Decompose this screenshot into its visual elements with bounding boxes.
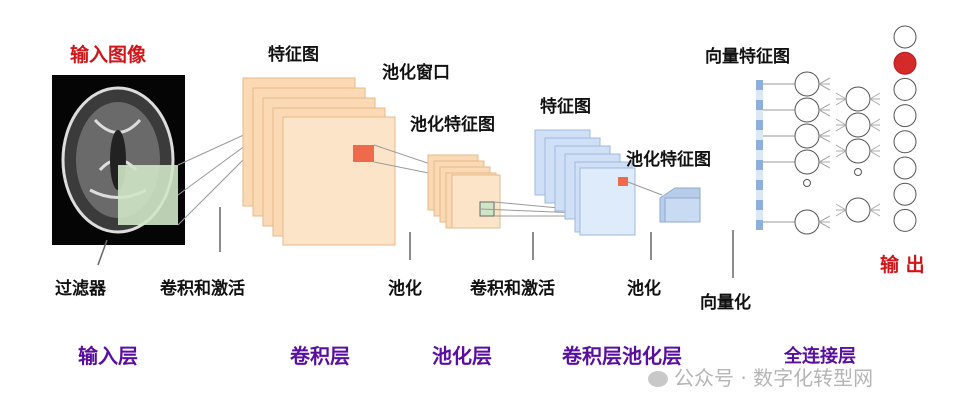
pooled-map-stack-1 <box>427 154 501 229</box>
pooled-map-stack-2 <box>659 187 701 223</box>
connection-line <box>835 203 847 211</box>
hidden-neuron-1 <box>794 123 820 149</box>
output-neuron <box>893 208 917 232</box>
vector-cell <box>756 220 763 230</box>
vector-cell <box>756 160 763 170</box>
connection-line <box>869 209 881 217</box>
vector-bar <box>756 80 763 230</box>
output-neuron-active <box>893 51 917 75</box>
step-pooling-1: 池化 <box>388 279 422 299</box>
hidden-neuron-2 <box>845 86 871 112</box>
feature-map-stack-2 <box>534 129 636 236</box>
connection-line <box>835 209 847 217</box>
hidden-neuron-1 <box>794 97 820 123</box>
hidden-neuron-2 <box>845 138 871 164</box>
output-neuron <box>893 156 917 180</box>
connection-line <box>869 98 881 106</box>
feature-map-label-2: 特征图 <box>540 97 591 117</box>
vector-cell <box>756 170 763 180</box>
output-neuron <box>893 130 917 154</box>
layer-conv-pool: 卷积层池化层 <box>562 344 682 368</box>
output-neuron <box>893 25 917 49</box>
vector-cell <box>756 130 763 140</box>
connection-line <box>869 118 881 126</box>
ellipsis-neuron <box>803 179 811 187</box>
vector-cell <box>756 90 763 100</box>
connection-line <box>835 118 847 126</box>
vector-cell <box>756 190 763 200</box>
vector-cell <box>756 180 763 190</box>
hidden-neuron-1 <box>794 149 820 175</box>
pool-window-square <box>353 145 374 162</box>
pool-window-square-2 <box>618 177 628 186</box>
watermark: 公众号 · 数字化转型网 <box>648 362 873 391</box>
connection-line <box>869 150 881 158</box>
connection-line <box>869 144 881 152</box>
connection-line <box>818 135 831 143</box>
vector-cell <box>756 140 763 150</box>
connection-line <box>869 92 881 100</box>
wechat-icon <box>648 371 668 387</box>
step-pooling-2: 池化 <box>627 279 661 299</box>
watermark-text: 公众号 · 数字化转型网 <box>674 366 874 390</box>
ellipsis-neuron <box>854 168 862 176</box>
output-neuron <box>893 182 917 206</box>
layer-input: 输入层 <box>78 344 138 368</box>
connection-line <box>818 161 831 169</box>
step-conv-activation-1: 卷积和激活 <box>160 279 245 299</box>
connection-line <box>818 215 831 223</box>
vector-map-label: 向量特征图 <box>705 47 790 67</box>
connection-line <box>818 77 831 85</box>
step-tick-lines <box>97 207 734 278</box>
filter-square <box>118 165 178 225</box>
connection-line <box>835 98 847 106</box>
vector-cell <box>756 200 763 210</box>
connection-line <box>835 150 847 158</box>
connection-line <box>818 109 831 117</box>
connection-line <box>818 103 831 111</box>
pooled-map-label-2: 池化特征图 <box>626 150 711 170</box>
connection-line <box>835 124 847 132</box>
vector-cell <box>756 100 763 110</box>
output-neuron <box>893 104 917 128</box>
step-filter: 过滤器 <box>55 279 106 299</box>
pool-window-label: 池化窗口 <box>382 63 450 83</box>
connection-line <box>818 155 831 163</box>
vector-cell <box>756 80 763 90</box>
feature-map-label-1: 特征图 <box>268 45 319 65</box>
fully-connected-network <box>763 25 917 235</box>
layer-pool: 池化层 <box>432 344 492 368</box>
connection-line <box>869 203 881 211</box>
output-label: 输 出 <box>880 254 925 276</box>
connection-line <box>818 83 831 91</box>
connection-line <box>818 221 831 229</box>
connection-line <box>818 129 831 137</box>
vector-cell <box>756 210 763 220</box>
hidden-neuron-1 <box>794 209 820 235</box>
hidden-neuron-2 <box>845 197 871 223</box>
output-neuron <box>893 77 917 101</box>
vector-cell <box>756 150 763 160</box>
input-image-label: 输入图像 <box>70 44 147 66</box>
step-vectorize: 向量化 <box>700 293 751 313</box>
connection-line <box>869 124 881 132</box>
connection-line <box>835 92 847 100</box>
step-conv-activation-2: 卷积和激活 <box>470 279 555 299</box>
vector-cell <box>756 120 763 130</box>
layer-fully-connected: 全连接层 <box>784 346 856 367</box>
connection-line <box>835 144 847 152</box>
pooled-map-label-1: 池化特征图 <box>410 115 495 135</box>
hidden-neuron-1 <box>794 71 820 97</box>
vector-cell <box>756 110 763 120</box>
hidden-neuron-2 <box>845 112 871 138</box>
pool-line-2 <box>627 181 663 196</box>
layer-conv: 卷积层 <box>290 344 350 368</box>
